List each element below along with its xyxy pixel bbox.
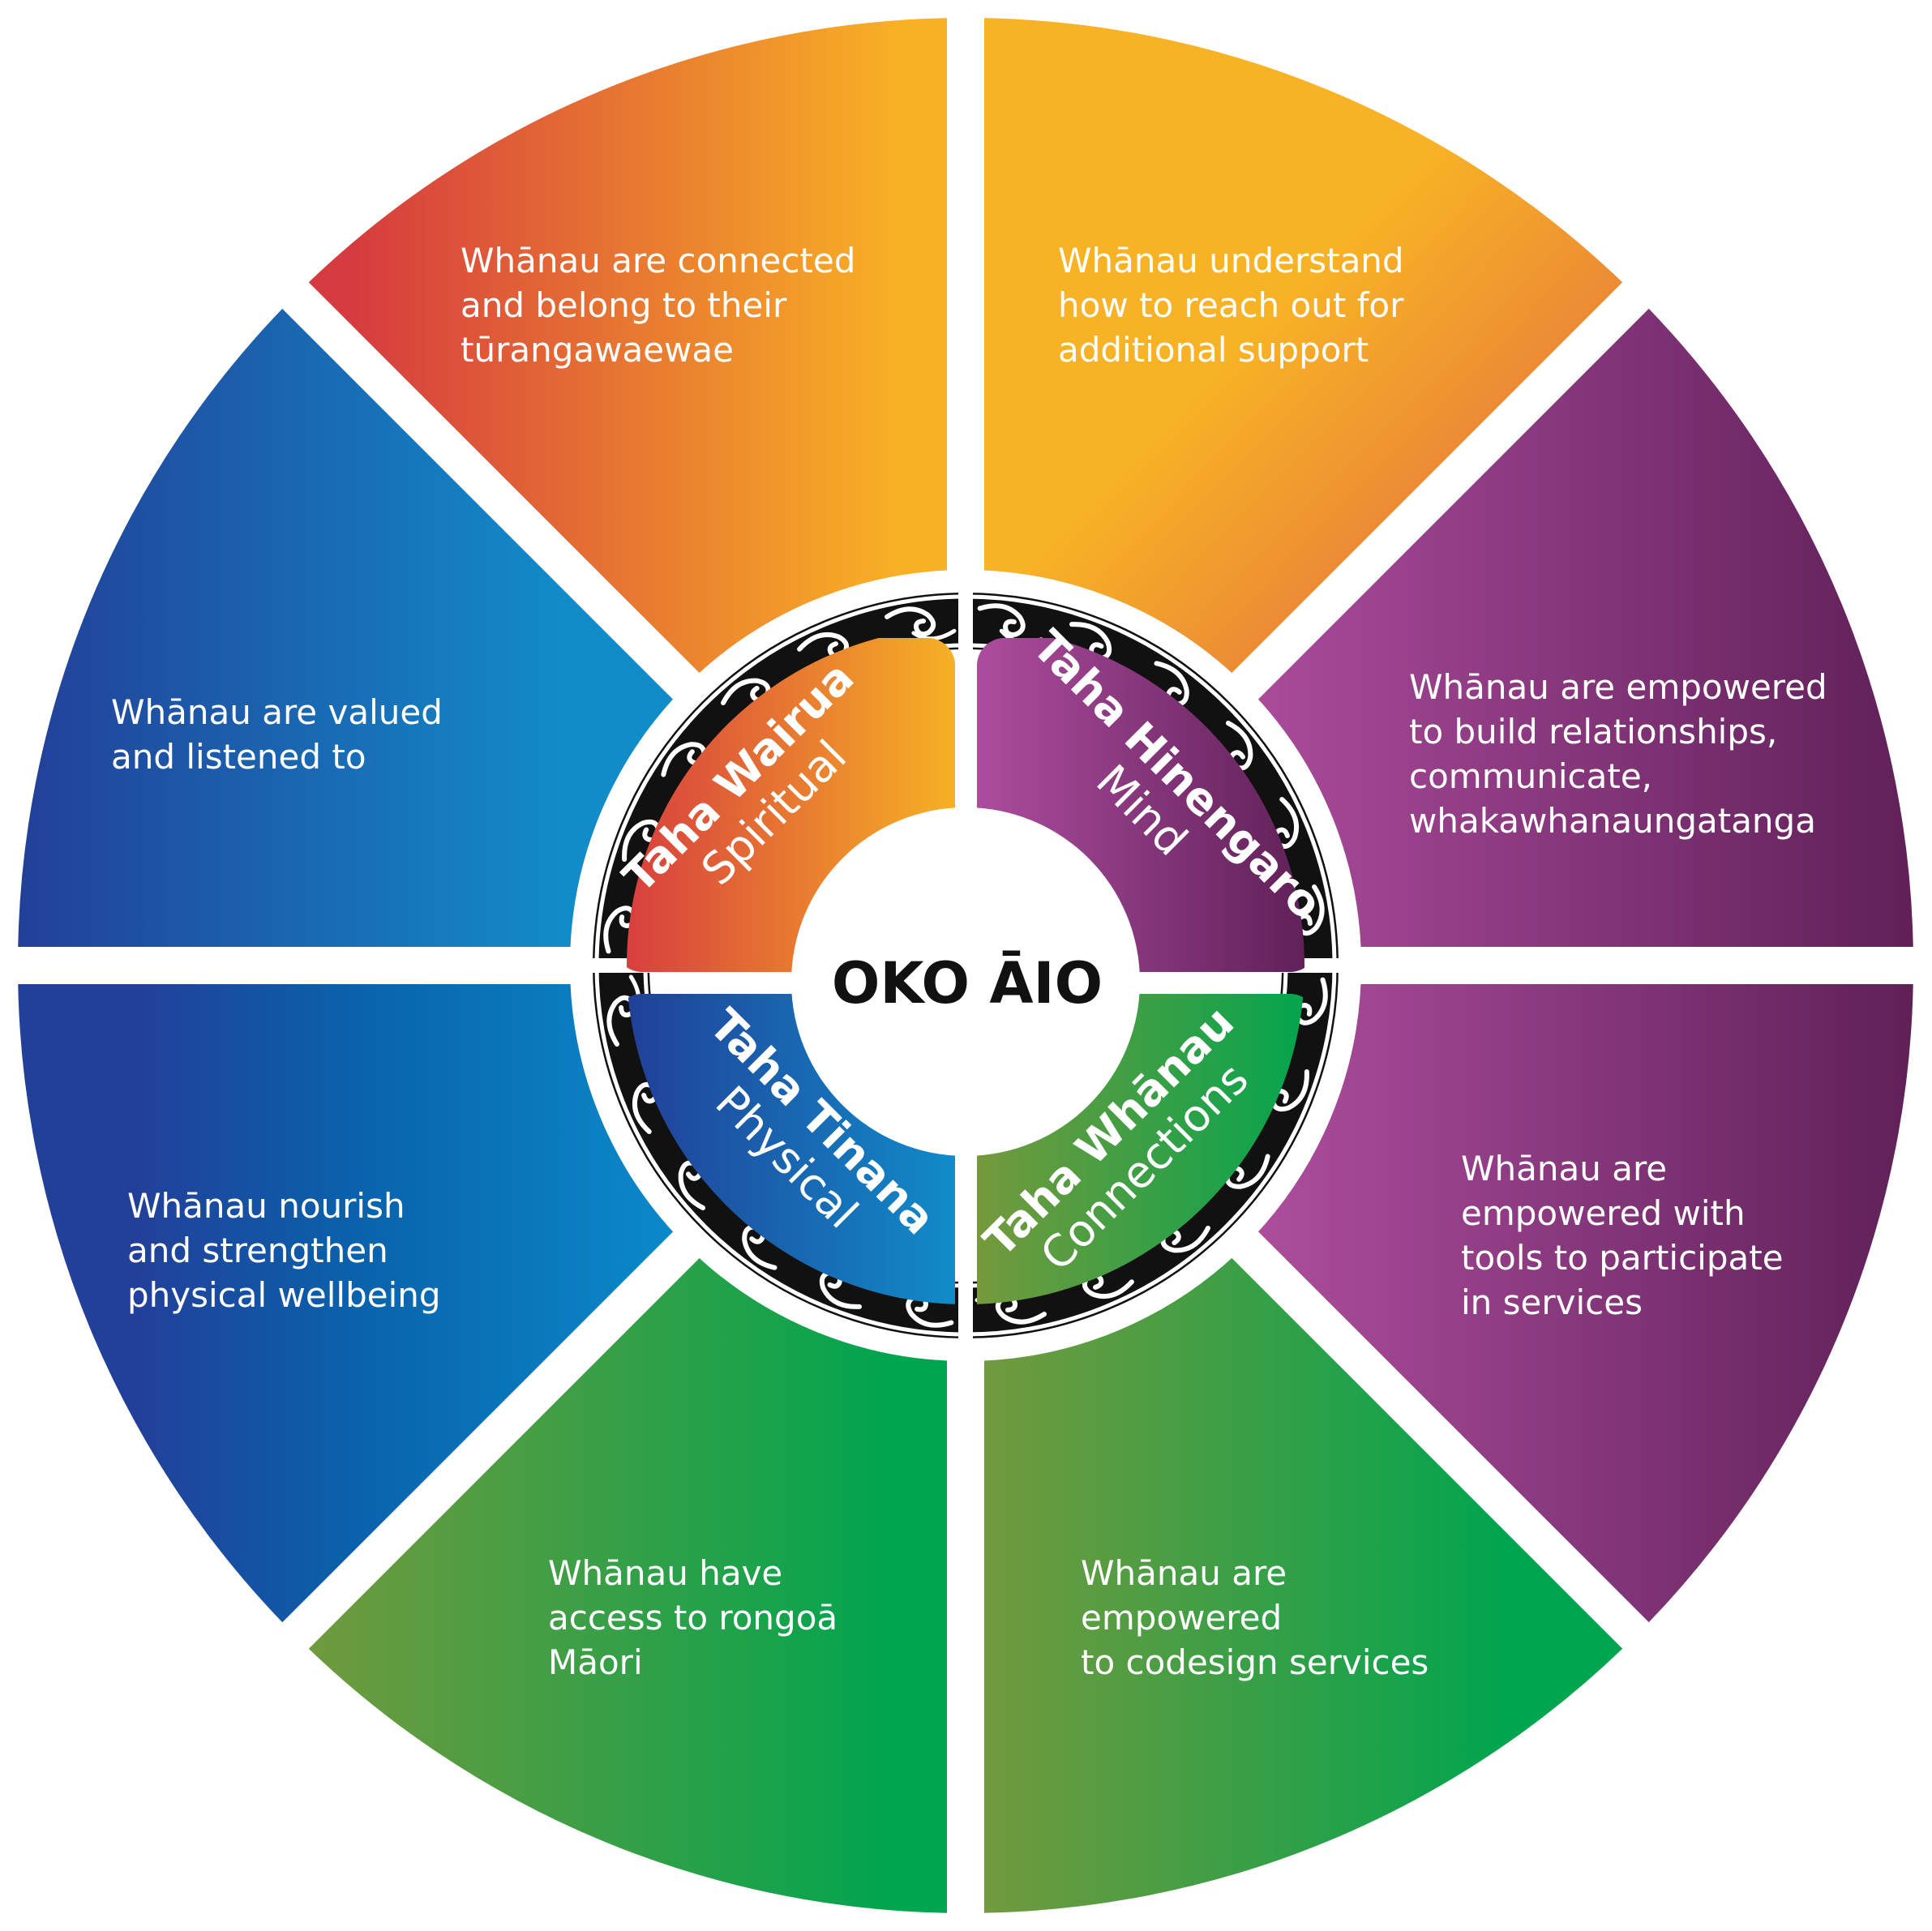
center-title: OKO ĀIO bbox=[832, 950, 1103, 1017]
domain-quadrants bbox=[627, 638, 1304, 1304]
center-hub bbox=[791, 807, 1140, 1156]
